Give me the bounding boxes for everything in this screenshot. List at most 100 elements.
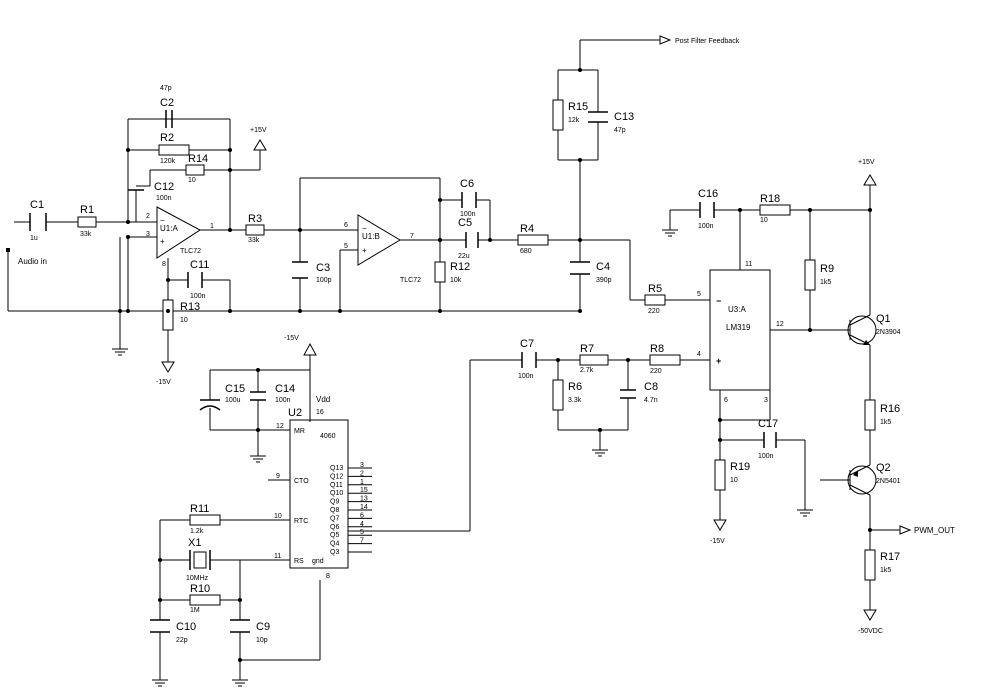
u2-output-pin-number: 14 <box>360 504 368 511</box>
c6-value: 100n <box>460 211 476 218</box>
junction-dot <box>438 309 442 313</box>
u3a-pin11: 11 <box>745 261 752 268</box>
u2-vdd-pin: 16 <box>316 409 324 416</box>
junction-dot <box>126 220 130 224</box>
resistor-r6: R6 3.3k <box>552 379 582 411</box>
r2-value: 120k <box>160 158 176 165</box>
capacitor-c16: C16 100n <box>698 188 718 230</box>
junction-dot <box>718 418 722 422</box>
u1a-pin1: 1 <box>210 223 214 230</box>
wires-comparator <box>629 185 871 520</box>
resistor-r7: R7 2.7k <box>579 343 609 374</box>
r10-value: 1M <box>190 607 200 614</box>
junction-dot <box>228 148 232 152</box>
ground-c16 <box>662 229 678 237</box>
resistor-r8: R8 220 <box>649 343 681 375</box>
r8-ref: R8 <box>650 343 664 355</box>
rail-p15-u1-label: +15V <box>250 127 267 134</box>
svg-text:+: + <box>716 356 721 366</box>
c4-value: 390p <box>596 277 612 284</box>
q2-part: 2N5401 <box>876 478 901 485</box>
r18-value: 10 <box>760 217 768 224</box>
wires-u1b-stage <box>264 160 630 311</box>
junction-dot <box>438 198 442 202</box>
resistor-r18: R18 10 <box>759 193 791 224</box>
rail-m15-u2: -15V <box>284 335 317 356</box>
u2-output-pin-number: 1 <box>360 479 364 486</box>
junction-dot <box>298 228 302 232</box>
c10-ref: C10 <box>176 621 196 633</box>
ground-c10 <box>152 679 168 687</box>
resistor-r5: R5 220 <box>644 283 666 315</box>
u2-output-label: Q8 <box>330 507 339 514</box>
r5-value: 220 <box>648 308 660 315</box>
c2-value: 47p <box>160 85 172 92</box>
junction-dot <box>578 309 582 313</box>
junction-dot <box>298 309 302 313</box>
c14-ref: C14 <box>275 383 295 395</box>
rail-m15-u1-label: -15V <box>156 379 171 386</box>
c16-value: 100n <box>698 223 714 230</box>
junction-dot <box>228 309 232 313</box>
capacitor-c6: C6 100n <box>460 178 477 218</box>
capacitor-c1: C1 1u <box>29 199 47 242</box>
junction-dot <box>126 148 130 152</box>
r11-value: 1.2k <box>190 528 204 535</box>
u1b-pin7: 7 <box>410 233 414 240</box>
r9-ref: R9 <box>820 263 834 275</box>
resistor-r3: R3 33k <box>245 213 265 244</box>
wires-oscillator <box>159 355 321 680</box>
ground-u1 <box>112 348 128 356</box>
c12-ref: C12 <box>154 181 174 193</box>
post-filter-feedback-port: Post Filter Feedback <box>659 35 740 45</box>
c8-value: 4.7n <box>644 397 658 404</box>
crystal-x1: X1 10MHz <box>186 537 211 582</box>
u1a-pin8: 8 <box>162 261 166 268</box>
u1b-ref: U1:B <box>362 232 380 241</box>
c9-value: 10p <box>256 637 268 644</box>
svg-text:−: − <box>160 216 165 225</box>
junction-dot <box>868 528 872 532</box>
u2-output-label: Q9 <box>330 499 339 506</box>
ground-c9 <box>232 679 248 687</box>
junction-dot <box>808 328 812 332</box>
rail-neg-vdc: -50VDC <box>858 609 883 635</box>
c11-value: 100n <box>190 293 206 300</box>
r16-ref: R16 <box>880 403 900 415</box>
u2-gnd: gnd <box>312 558 324 565</box>
c9-ref: C9 <box>256 621 270 633</box>
svg-text:+: + <box>362 246 367 255</box>
resistor-r16: R16 1k5 <box>864 399 900 431</box>
capacitor-c11: C11 100n <box>187 259 209 300</box>
capacitor-c5: C5 22u <box>458 217 484 260</box>
junction-dot <box>438 238 442 242</box>
capacitor-c17: C17 100n <box>758 418 778 460</box>
u1a-ref: U1:A <box>160 224 178 233</box>
r15-value: 12k <box>568 117 580 124</box>
resistor-r11: R11 1.2k <box>189 503 221 535</box>
u3a-pin12: 12 <box>776 321 784 328</box>
u2-output-pin-number: 2 <box>360 470 364 477</box>
junction-dot <box>256 368 260 372</box>
audio-in-label: Audio in <box>18 257 47 266</box>
u2-pin9: 9 <box>276 473 280 480</box>
c15-ref: C15 <box>225 383 245 395</box>
u2-output-label: Q12 <box>330 473 343 480</box>
capacitor-c2: 47p C2 <box>160 85 174 128</box>
resistor-r9: R9 1k5 <box>804 259 834 291</box>
comparator-u3a: − + U3:A LM319 5 4 12 11 6 3 <box>697 261 784 404</box>
u2-pin8: 8 <box>326 573 330 580</box>
rail-p15-u1: +15V <box>250 127 267 151</box>
junction-dot <box>126 235 130 239</box>
c3-value: 100p <box>316 277 332 284</box>
junction-dot <box>166 309 170 313</box>
c11-ref: C11 <box>190 259 209 271</box>
capacitor-c4: C4 390p <box>570 261 612 284</box>
q2-ref: Q2 <box>876 462 891 474</box>
junction-dot <box>256 428 260 432</box>
resistor-r2: R2 120k <box>158 132 190 165</box>
r1-value: 33k <box>80 231 92 238</box>
u2-output-pin-number: 13 <box>360 496 368 503</box>
r1-ref: R1 <box>80 204 94 216</box>
